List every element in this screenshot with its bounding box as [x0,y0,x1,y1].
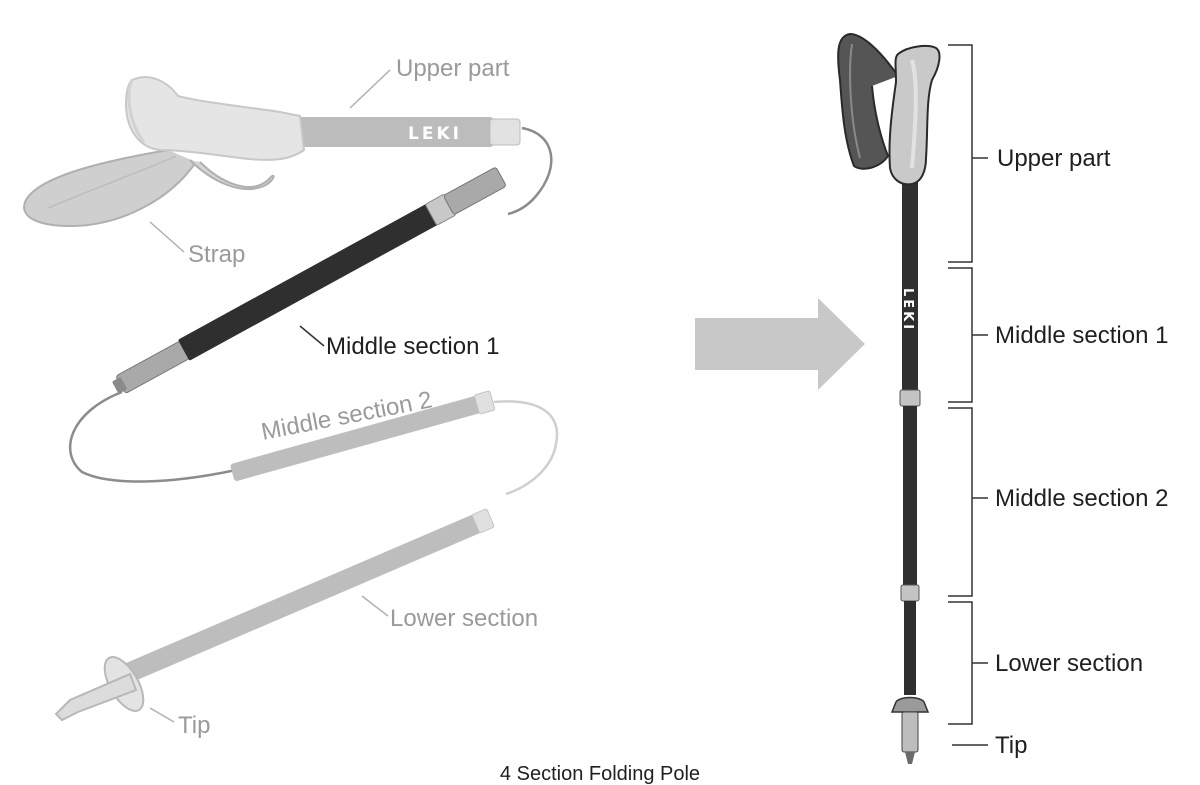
bracket-upper [948,44,988,263]
basket-assembled [890,696,930,713]
leader-lower-folded [361,595,389,617]
label-lower-section-assembled: Lower section [995,650,1143,677]
tip [54,656,145,722]
tip-shaft-assembled [901,711,919,753]
bracket-middle1 [948,267,988,403]
leader-upper-folded [349,69,391,109]
leader-strap [149,221,185,253]
cord-upper-middle1 [507,126,553,216]
label-middle-section-1-folded: Middle section 1 [326,333,499,360]
ferrule-2 [900,584,920,602]
leader-middle1-folded [299,325,325,347]
tip-point-assembled [905,752,915,764]
caption: 4 Section Folding Pole [500,763,700,785]
lower-section [125,508,495,682]
label-tip-assembled: Tip [995,732,1027,759]
upper-part: LEKI [124,76,521,161]
label-tip-folded: Tip [178,712,210,739]
assembled-pole: LEKI Upper part Middle section 1 Middle … [837,32,1168,764]
label-strap: Strap [188,241,245,268]
label-upper-part-folded: Upper part [396,55,510,82]
middle-section-1 [112,167,506,394]
label-middle-section-1-assembled: Middle section 1 [995,322,1168,349]
label-upper-part-assembled: Upper part [997,145,1111,172]
strap-assembled [837,32,899,170]
shaft-middle [903,406,917,586]
leader-tip-folded [149,707,175,723]
label-middle-section-2-assembled: Middle section 2 [995,485,1168,512]
arrow-right-icon [695,298,865,390]
cord-middle2-lower [493,400,559,496]
bracket-lower [948,601,988,725]
brand-logo-folded: LEKI [408,124,462,144]
bracket-middle2 [948,407,988,597]
label-lower-section-folded: Lower section [390,605,538,632]
shaft-upper [902,180,918,392]
middle-section-2 [230,390,496,481]
strap [23,149,275,228]
folded-pole: LEKI [23,55,559,739]
shaft-lower [904,601,916,695]
cord-middle1-middle2 [68,390,237,483]
brand-logo-assembled: LEKI [900,288,915,332]
ferrule-1 [899,389,921,407]
